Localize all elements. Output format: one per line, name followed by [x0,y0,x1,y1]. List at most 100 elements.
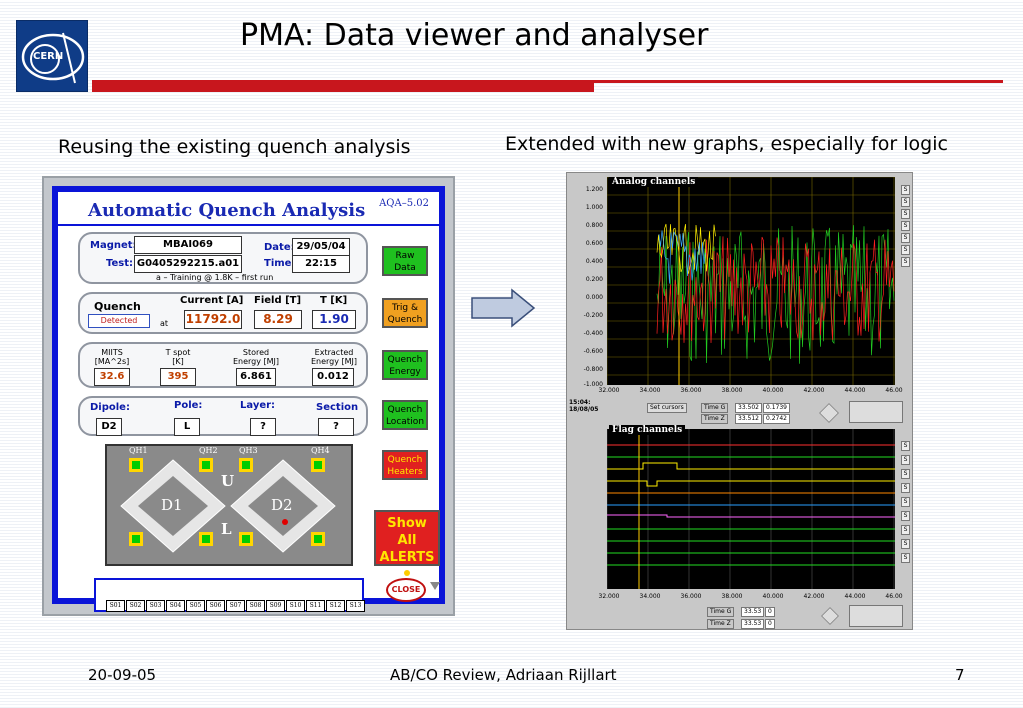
aqa-window: Automatic Quench Analysis AQA–5.02 Magne… [42,176,455,616]
cursor-pad-icon[interactable] [819,403,839,423]
date-field[interactable]: 29/05/04 [292,238,350,256]
flag-select-5[interactable]: S [901,497,910,507]
quench-status: Detected [88,314,150,328]
trig-quench-label-2: Quench [387,315,423,325]
title-red-bar [92,80,594,92]
cursor-4-time[interactable]: 33.53 [741,619,765,629]
sector-s06[interactable]: S06 [206,600,225,612]
flag-select-1[interactable]: S [901,441,910,451]
time-field[interactable]: 22:15 [292,255,350,273]
flag-x-tick-7: 46.00 [885,593,903,600]
sector-s13[interactable]: S13 [346,600,365,612]
flag-x-tick-6: 44.000 [844,593,866,600]
sector-s11[interactable]: S11 [306,600,325,612]
test-field[interactable]: G0405292215.a01 [134,255,242,273]
flag-x-tick-4: 40.000 [762,593,784,600]
quench-energy-button[interactable]: Quench Energy [382,350,428,380]
close-button[interactable]: CLOSE [386,578,426,602]
sector-s03[interactable]: S03 [146,600,165,612]
x-tick-1: 34.000 [639,387,661,394]
sector-s07[interactable]: S07 [226,600,245,612]
triangle-down-icon[interactable] [430,582,440,590]
section-value: ? [318,418,354,436]
flag-x-tick-5: 42.000 [803,593,825,600]
analog-plot[interactable] [607,177,895,385]
y-tick-2: 0.800 [585,222,603,229]
cursor-3-value[interactable]: 0 [765,607,775,617]
show-alerts-label-1: Show [387,516,427,531]
cursor-3-time[interactable]: 33.53 [741,607,765,617]
cursor-4-value[interactable]: 0 [765,619,775,629]
flag-select-3[interactable]: S [901,469,910,479]
flag-select-2[interactable]: S [901,455,910,465]
cursor-1-time[interactable]: 33.502 [735,403,762,413]
status-led-icon [404,570,410,576]
flag-plot[interactable] [607,429,895,589]
location-group: Dipole: D2 Pole: L Layer: ? Section ? [78,396,368,436]
channel-select-3[interactable]: S [901,209,910,219]
qh1-indicator [129,458,143,472]
flag-cursor-pad-icon[interactable] [821,607,839,625]
channel-select-1[interactable]: S [901,185,910,195]
y-tick-1: 1.000 [585,204,603,211]
flag-select-6[interactable]: S [901,511,910,521]
d2-label: D2 [271,496,293,514]
show-all-alerts-button[interactable]: Show All ALERTS [374,510,440,566]
time-label: Time: [264,258,296,269]
quench-location-label-1: Quench [387,405,423,415]
date-label: Date: [264,242,295,253]
magnet-diagram: QH1 QH2 QH3 QH4 D1 D2 U L [105,444,353,566]
trig-quench-button[interactable]: Trig & Quench [382,298,428,328]
quench-label: Quench [94,300,141,313]
sector-s12[interactable]: S12 [326,600,345,612]
sector-s08[interactable]: S08 [246,600,265,612]
sector-s04[interactable]: S04 [166,600,185,612]
dipole-label: Dipole: [90,402,130,413]
x-tick-3: 38.000 [721,387,743,394]
flag-select-4[interactable]: S [901,483,910,493]
raw-data-button[interactable]: Raw Data [382,246,428,276]
sector-s02[interactable]: S02 [126,600,145,612]
quench-location-label-2: Location [385,417,425,427]
channel-select-7[interactable]: S [901,257,910,267]
magnet-field[interactable]: MBAI069 [134,236,242,254]
scope-window: Analog channels 1.200 1.000 0.800 0.600 … [566,172,913,630]
section-label: Section [316,402,359,413]
title-red-line [594,80,1003,83]
x-tick-6: 44.000 [844,387,866,394]
x-tick-5: 42.000 [803,387,825,394]
y-tick-10: -0.800 [583,366,603,373]
cursor-1-y[interactable]: 0.1739 [763,403,790,413]
layer-label: Layer: [240,400,276,411]
tspot-label-2: [K] [172,357,184,366]
analog-trace-4 [658,230,706,284]
flag-trace-7 [607,514,895,518]
right-caption: Extended with new graphs, especially for… [505,133,948,155]
channel-select-4[interactable]: S [901,221,910,231]
channel-select-2[interactable]: S [901,197,910,207]
analog-channels-tag: Analog channels [609,177,699,187]
aqa-frame: Automatic Quench Analysis AQA–5.02 Magne… [52,186,445,612]
channel-select-6[interactable]: S [901,245,910,255]
quench-heaters-button[interactable]: Quench Heaters [382,450,428,480]
quench-location-button[interactable]: Quench Location [382,400,428,430]
footer-page: 7 [955,666,965,684]
cursor-2-y[interactable]: 0.2742 [763,414,790,424]
flag-select-8[interactable]: S [901,539,910,549]
flag-select-9[interactable]: S [901,553,910,563]
sector-s05[interactable]: S05 [186,600,205,612]
channel-select-5[interactable]: S [901,233,910,243]
cursor-2-time[interactable]: 33.512 [735,414,762,424]
zoom-tools-icon[interactable] [849,401,903,423]
flag-select-7[interactable]: S [901,525,910,535]
cursor-3-label: Time G [707,607,735,617]
qh1-label: QH1 [129,446,148,455]
flag-zoom-tools-icon[interactable] [849,605,903,627]
set-cursors-button[interactable]: Set cursors [647,403,687,413]
field-label: Field [T] [254,295,302,306]
run-note: a – Training @ 1.8K – first run [156,273,274,282]
sector-s09[interactable]: S09 [266,600,285,612]
sector-s01[interactable]: S01 [106,600,125,612]
y-tick-11: -1.000 [583,381,603,388]
sector-s10[interactable]: S10 [286,600,305,612]
